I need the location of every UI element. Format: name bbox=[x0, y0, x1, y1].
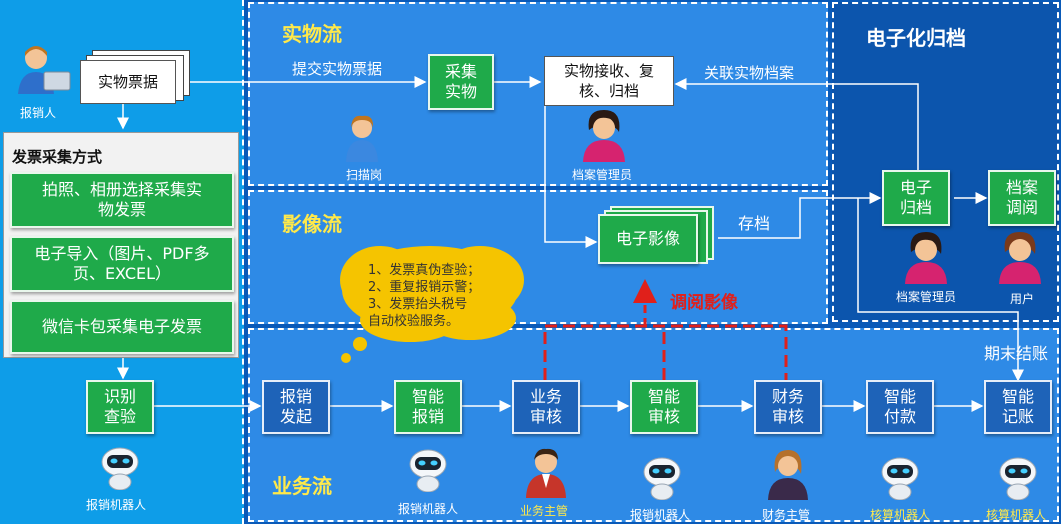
scanner-person-icon bbox=[344, 114, 380, 168]
method-photo-button[interactable]: 拍照、相册选择采集实物发票 bbox=[10, 172, 234, 228]
archivist-label: 档案管理员 bbox=[572, 168, 633, 182]
robot-icon bbox=[640, 456, 684, 504]
step-smart-payment[interactable]: 智能付款 bbox=[866, 380, 934, 434]
business-flow-title: 业务流 bbox=[272, 474, 332, 498]
paper-document-label: 实物票据 bbox=[80, 60, 176, 104]
cloud-line-3: 3、发票抬头税号 bbox=[368, 297, 468, 312]
method-import-button[interactable]: 电子导入（图片、PDF多页、EXCEL） bbox=[10, 236, 234, 292]
cloud-line-4: 自动校验服务。 bbox=[368, 314, 460, 329]
archivist-person-icon bbox=[580, 108, 628, 166]
physical-flow-panel bbox=[248, 2, 828, 186]
link-archive-text: 关联实物档案 bbox=[704, 64, 795, 82]
method-wechat-button[interactable]: 微信卡包采集电子发票 bbox=[10, 300, 234, 354]
manager-person-icon bbox=[524, 448, 568, 502]
scanner-label: 扫描岗 bbox=[346, 168, 383, 182]
step-finance-review[interactable]: 财务审核 bbox=[754, 380, 822, 434]
robot-icon bbox=[996, 456, 1040, 504]
robot-icon bbox=[878, 456, 922, 504]
step-smart-reimburse[interactable]: 智能报销 bbox=[394, 380, 462, 434]
archive-archivist-label: 档案管理员 bbox=[896, 290, 957, 304]
role-label: 报销机器人 bbox=[630, 508, 691, 522]
step-smart-booking[interactable]: 智能记账 bbox=[984, 380, 1052, 434]
submit-text: 提交实物票据 bbox=[292, 60, 383, 78]
collection-methods-title: 发票采集方式 bbox=[12, 148, 103, 166]
submitter-person-icon bbox=[14, 44, 74, 100]
role-label: 报销机器人 bbox=[398, 502, 459, 516]
image-flow-panel bbox=[248, 190, 828, 324]
paper-document-stack: 实物票据 bbox=[80, 50, 190, 108]
image-flow-title: 影像流 bbox=[282, 212, 342, 236]
step-start[interactable]: 报销发起 bbox=[262, 380, 330, 434]
physical-flow-title: 实物流 bbox=[282, 22, 342, 46]
archive-title: 电子化归档 bbox=[866, 26, 966, 50]
finance-manager-person-icon bbox=[766, 448, 810, 504]
user-person-icon bbox=[996, 230, 1044, 288]
robot-label: 报销机器人 bbox=[86, 498, 147, 512]
receive-box[interactable]: 实物接收、复核、归档 bbox=[544, 56, 674, 106]
archive-archivist-icon bbox=[902, 230, 950, 288]
cloud-line-2: 2、重复报销示警； bbox=[368, 280, 481, 295]
role-label: 核算机器人 bbox=[870, 508, 931, 522]
cloud-text: 1、发票真伪查验； 2、重复报销示警； 3、发票抬头税号 自动校验服务。 bbox=[368, 262, 480, 330]
e-archive-box[interactable]: 电子归档 bbox=[882, 170, 950, 226]
verify-box[interactable]: 识别查验 bbox=[86, 380, 154, 434]
user-label: 用户 bbox=[1010, 292, 1035, 306]
validation-cloud bbox=[330, 240, 530, 374]
collect-box[interactable]: 采集实物 bbox=[428, 54, 494, 110]
role-label: 核算机器人 bbox=[986, 508, 1047, 522]
cloud-line-1: 1、发票真伪查验； bbox=[368, 263, 481, 278]
step-business-review[interactable]: 业务审核 bbox=[512, 380, 580, 434]
step-smart-review[interactable]: 智能审核 bbox=[630, 380, 698, 434]
robot-icon bbox=[98, 446, 142, 494]
role-label: 业务主管 bbox=[520, 504, 569, 518]
store-text: 存档 bbox=[738, 214, 771, 233]
robot-icon bbox=[406, 448, 450, 496]
role-label: 财务主管 bbox=[762, 508, 811, 522]
e-image-stack: 电子影像 bbox=[598, 206, 716, 274]
period-end-text: 期末结账 bbox=[984, 344, 1049, 363]
submitter-label: 报销人 bbox=[20, 106, 57, 120]
archive-lookup-box[interactable]: 档案调阅 bbox=[988, 170, 1056, 226]
e-image-box[interactable]: 电子影像 bbox=[598, 214, 698, 264]
view-image-text: 调阅影像 bbox=[670, 293, 738, 313]
